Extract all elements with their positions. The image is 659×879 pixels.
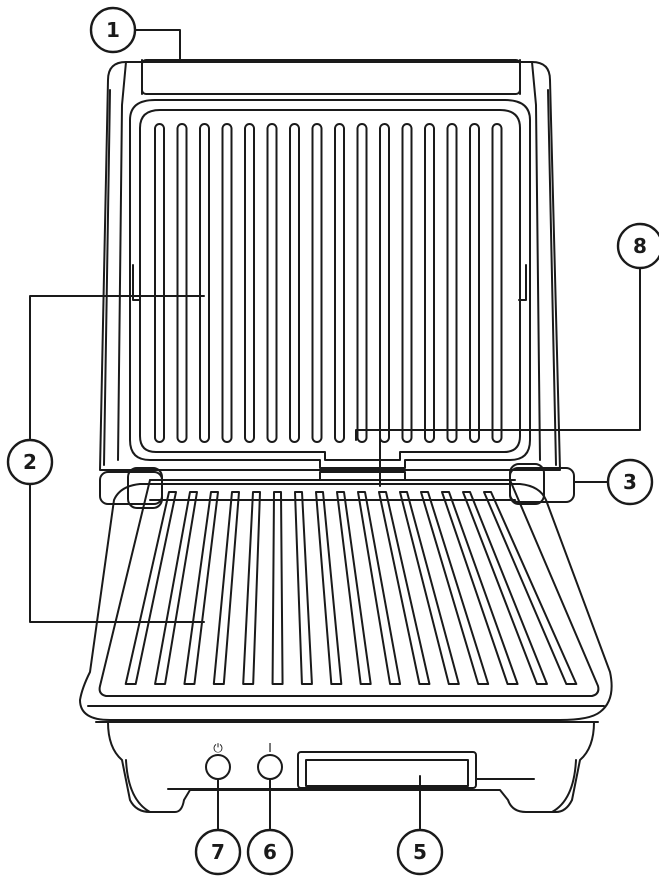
leader-1 — [136, 30, 180, 62]
on-symbol: I — [268, 741, 272, 755]
lid-frame — [100, 62, 560, 470]
upper-rib — [290, 124, 299, 442]
lower-rib — [295, 492, 312, 684]
callout-7-label: 7 — [211, 840, 225, 864]
lower-rib — [126, 492, 176, 684]
callout-8-label: 8 — [633, 234, 647, 258]
display-panel — [298, 752, 476, 788]
leader-8 — [356, 268, 640, 486]
upper-rib — [178, 124, 187, 442]
upper-rib — [380, 124, 389, 442]
upper-rib — [335, 124, 344, 442]
upper-rib — [313, 124, 322, 442]
upper-rib — [245, 124, 254, 442]
left-foot — [126, 760, 150, 812]
lower-rib — [273, 492, 283, 684]
lower-base — [80, 480, 612, 812]
upper-rib — [200, 124, 209, 442]
lower-rib — [316, 492, 341, 684]
right-foot — [552, 760, 576, 812]
lid-hinge-bar — [150, 472, 515, 480]
lower-rib — [184, 492, 218, 684]
upper-rib — [268, 124, 277, 442]
lower-rib — [379, 492, 429, 684]
lower-rib — [421, 492, 488, 684]
lid-right-arm — [532, 62, 556, 465]
callout-1-label: 1 — [106, 18, 120, 42]
upper-rib — [470, 124, 479, 442]
upper-rib — [425, 124, 434, 442]
base-housing — [108, 722, 594, 812]
display-screen — [306, 760, 468, 786]
lower-rib — [337, 492, 371, 684]
lower-plate-ribs — [126, 492, 577, 684]
callout-6-label: 6 — [263, 840, 277, 864]
upper-rib — [448, 124, 457, 442]
callout-circles — [8, 8, 659, 874]
upper-rib — [403, 124, 412, 442]
upper-plate-inner — [140, 110, 520, 460]
lid-handle — [142, 60, 520, 94]
upper-rib — [358, 124, 367, 442]
on-button — [258, 755, 282, 779]
callout-3-label: 3 — [623, 470, 637, 494]
lower-rib — [358, 492, 400, 684]
upper-plate-ribs — [155, 124, 502, 442]
callout-2-label: 2 — [23, 450, 37, 474]
upper-rib — [223, 124, 232, 442]
lid-left-tab — [133, 265, 140, 300]
upper-rib — [155, 124, 164, 442]
upper-rib — [493, 124, 502, 442]
callout-5-label: 5 — [413, 840, 427, 864]
power-symbol: ⏻ — [213, 741, 223, 755]
lower-rib — [214, 492, 239, 684]
lower-rib — [155, 492, 197, 684]
lower-rib — [243, 492, 260, 684]
power-button — [206, 755, 230, 779]
upper-lid — [100, 60, 560, 500]
